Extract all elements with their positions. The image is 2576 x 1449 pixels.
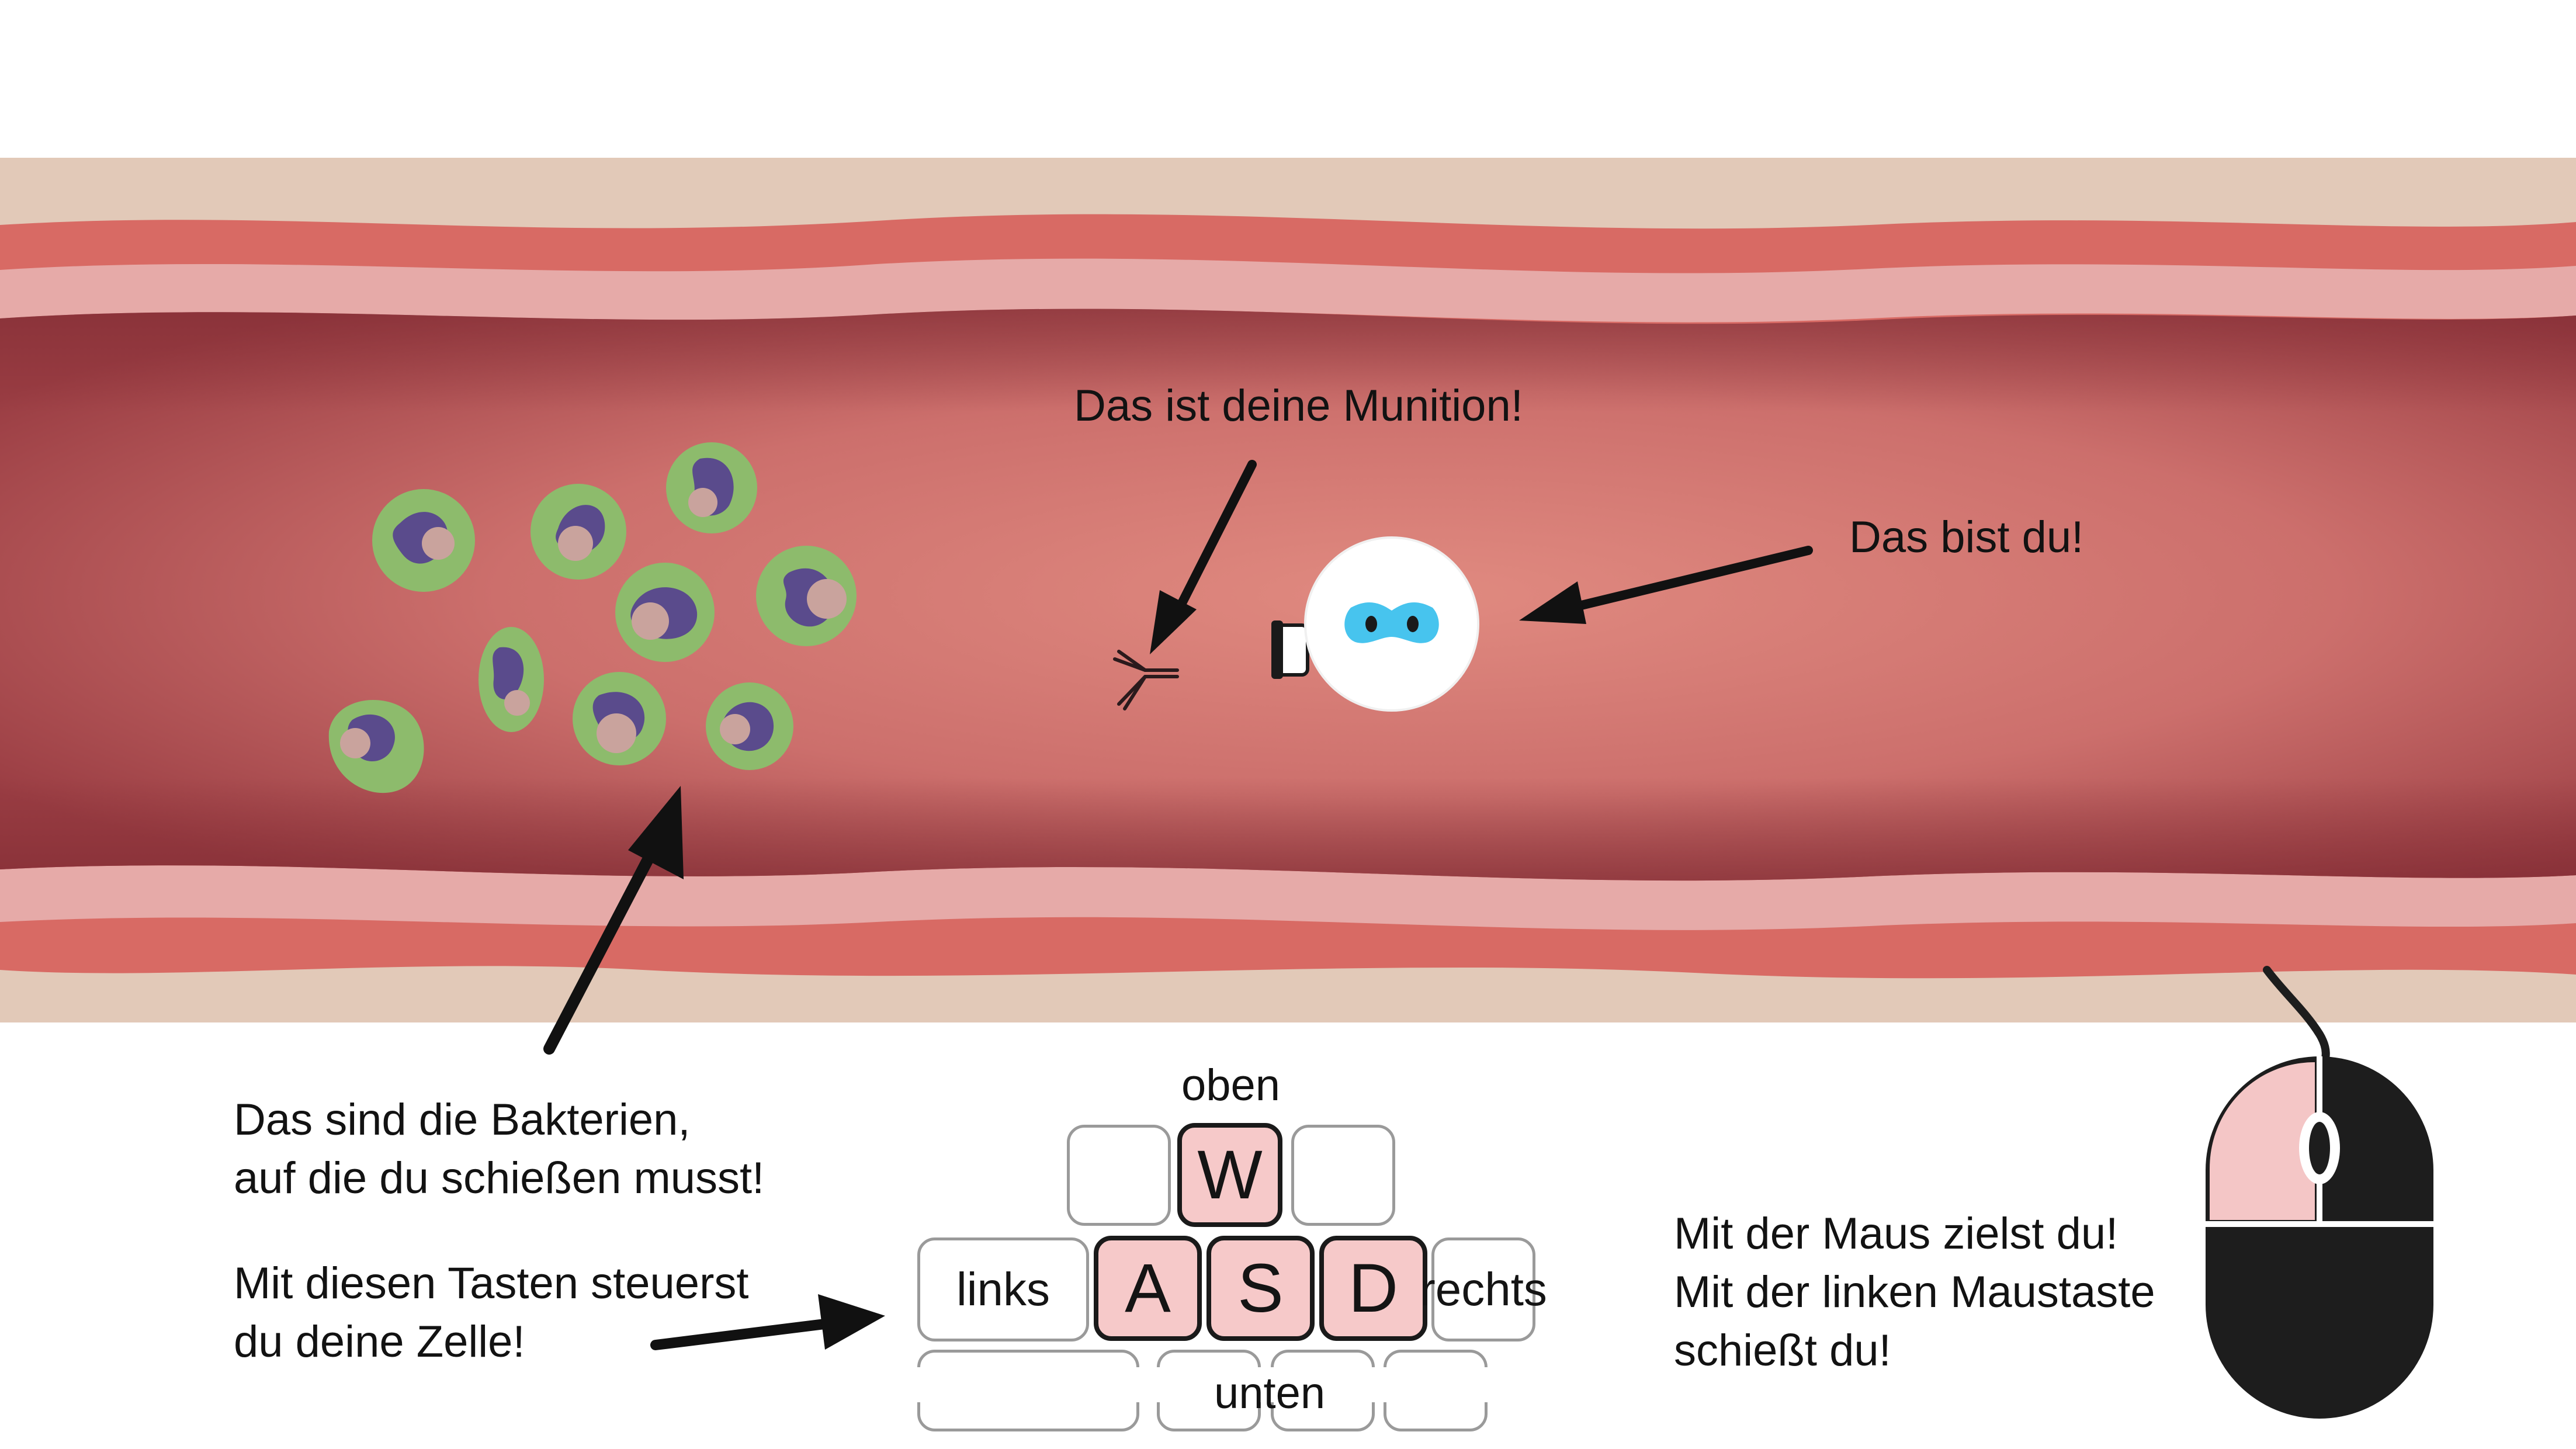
keyboard-fade [900,1367,1572,1402]
keyboard-key-blank [1291,1125,1395,1226]
bacteria-icon [666,442,757,533]
bacteria-icon [328,700,424,793]
keyboard-key-right: rechts [1420,1237,1547,1341]
player-cell-icon [1271,536,1479,712]
bacteria-icon [479,627,544,732]
keyboard-key-blank [1067,1125,1171,1226]
up-label: oben [1181,1060,1281,1110]
arrow-icon [650,1294,885,1350]
arrow-icon [543,786,684,1055]
keys-label-line-2: du deine Zelle! [234,1317,525,1367]
player-label: Das bist du! [1849,512,2084,562]
wall-highlight-top [0,258,2576,323]
mouse-label-line-1: Mit der Maus zielst du! [1674,1209,2119,1259]
arrow-icon [1519,546,1813,624]
keyboard-key-a: A [1094,1236,1202,1341]
arrow-icon [1150,460,1257,654]
bacteria-label-line-2: auf die du schießen musst! [234,1153,765,1203]
bacteria-icon [573,672,666,765]
keyboard-key-s: S [1206,1236,1315,1341]
keys-label-line-1: Mit diesen Tasten steuerst [234,1259,749,1308]
keyboard-key-d: D [1319,1236,1427,1341]
keyboard-key-w: W [1177,1123,1282,1227]
bacteria-icon [706,682,793,770]
mouse-label-line-2: Mit der linken Maustaste [1674,1267,2155,1317]
bacteria-label-line-1: Das sind die Bakterien, [234,1095,691,1145]
bacteria-icon [756,546,857,646]
down-label: unten [1214,1368,1326,1418]
bacteria-icon [531,484,626,580]
mouse-icon [2206,966,2433,1419]
bacteria-cluster [328,442,857,793]
antibody-icon [1113,650,1179,710]
mouse-label-line-3: schießt du! [1674,1326,1891,1375]
ammo-label: Das ist deine Munition! [1074,381,1523,431]
keyboard-key-left: links [917,1237,1089,1341]
bacteria-icon [372,489,475,592]
wall-highlight-bottom [0,865,2576,930]
bacteria-icon [615,563,715,662]
